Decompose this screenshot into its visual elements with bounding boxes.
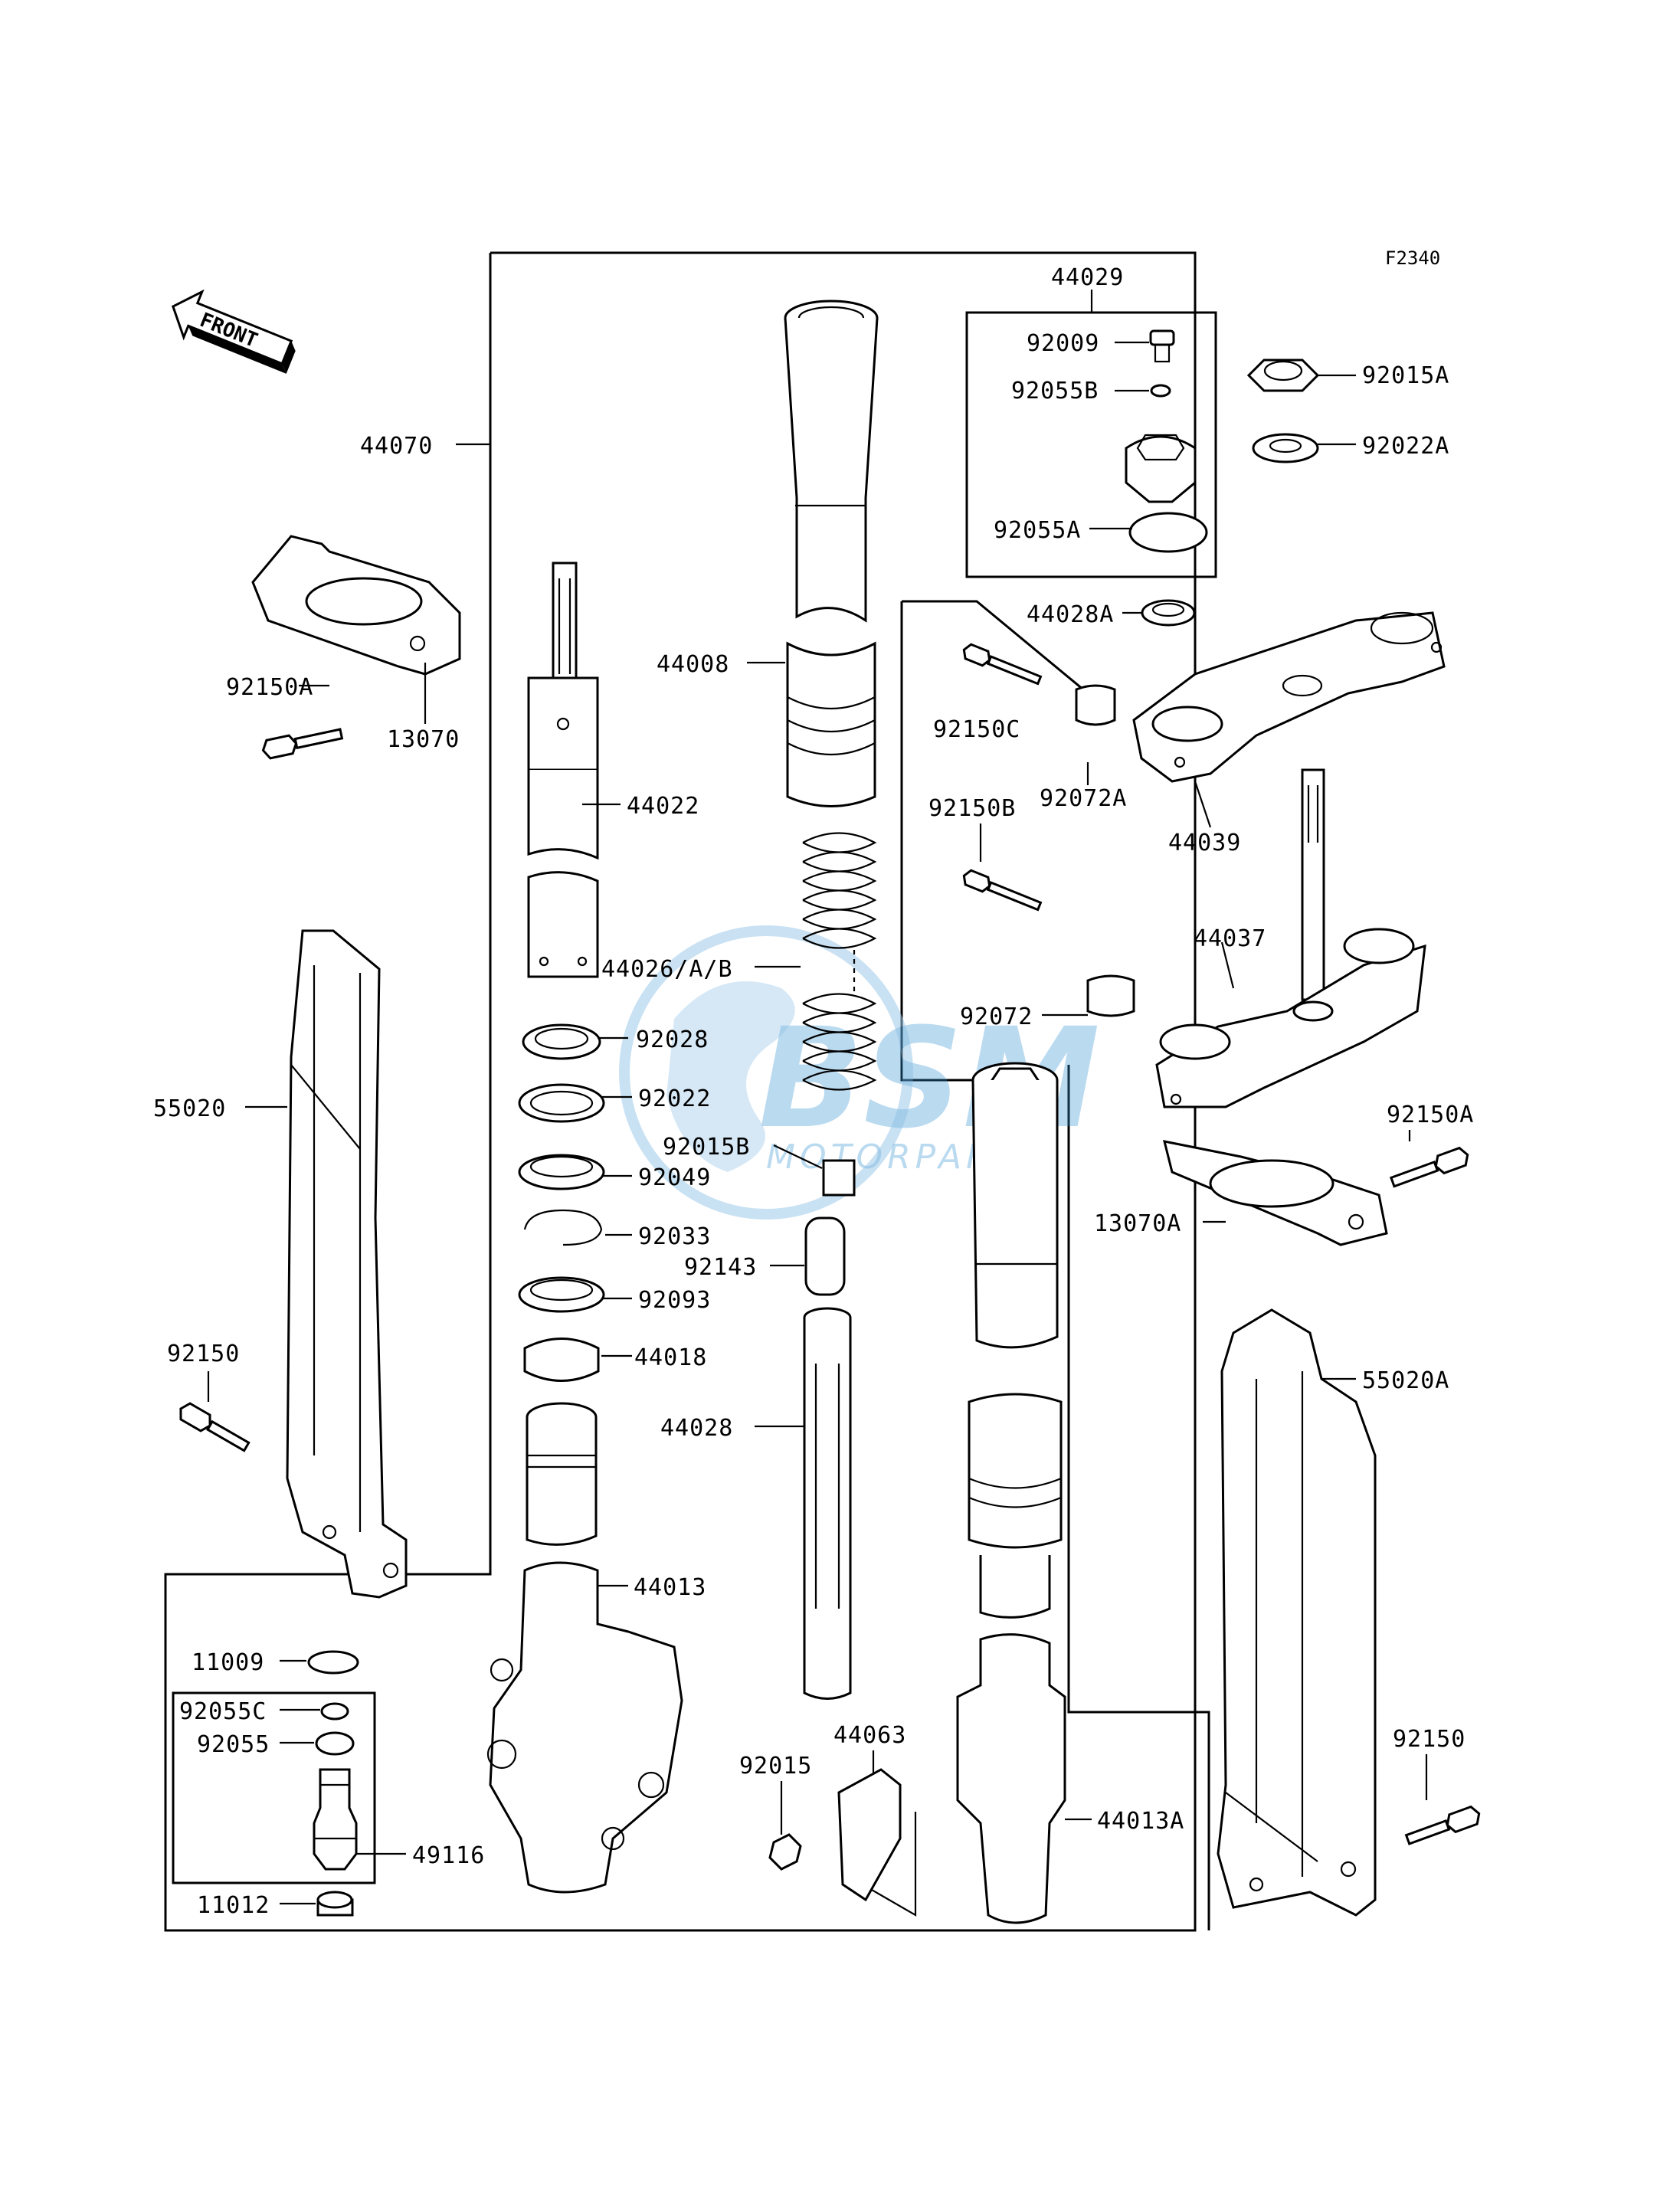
label-92015: 92015	[739, 1753, 812, 1780]
axle-clamps	[251, 535, 1388, 1246]
damper-rod-44022	[527, 562, 599, 978]
upper-clamp-44039	[1132, 611, 1446, 783]
label-49116: 49116	[412, 1842, 485, 1869]
label-44026: 44026/A/B	[601, 956, 733, 983]
label-92022A: 92022A	[1362, 433, 1449, 460]
outer-tube-44008	[784, 300, 879, 807]
front-arrow-icon: FRONT	[171, 289, 296, 374]
figure-code: F2340	[1385, 247, 1440, 269]
label-55020A: 55020A	[1362, 1367, 1449, 1394]
label-44063: 44063	[833, 1722, 906, 1749]
leader-lines	[207, 290, 1428, 1905]
label-92049: 92049	[638, 1164, 711, 1191]
right-fork-leg-44013A	[956, 1062, 1066, 1924]
label-92015A: 92015A	[1362, 362, 1449, 389]
label-92015B: 92015B	[663, 1134, 750, 1161]
label-44037: 44037	[1194, 925, 1266, 952]
label-92143: 92143	[684, 1254, 757, 1281]
label-92150A-right: 92150A	[1387, 1102, 1474, 1128]
label-92150-left: 92150	[167, 1341, 240, 1367]
label-92093: 92093	[638, 1287, 711, 1314]
label-92055B: 92055B	[1011, 378, 1099, 404]
seal-stack	[518, 1023, 605, 1382]
label-92028: 92028	[636, 1026, 709, 1053]
label-44070: 44070	[360, 433, 433, 460]
label-92150A-left: 92150A	[226, 674, 313, 701]
label-92150C: 92150C	[933, 716, 1020, 743]
label-11009: 11009	[192, 1649, 264, 1676]
label-92033: 92033	[638, 1223, 711, 1250]
label-92055A: 92055A	[994, 517, 1081, 544]
label-44039: 44039	[1168, 830, 1241, 856]
label-13070A: 13070A	[1094, 1210, 1181, 1237]
fork-cap-44029	[1125, 329, 1208, 627]
inner-tube-44013	[486, 1402, 683, 1894]
assembly-boxes	[164, 251, 1217, 1932]
label-92150-right: 92150	[1393, 1726, 1465, 1753]
base-valve-kit	[307, 1650, 359, 1917]
label-44018: 44018	[634, 1344, 707, 1371]
label-92055C: 92055C	[179, 1698, 267, 1725]
spacer-and-pipe	[803, 1216, 852, 1700]
lower-clamp-44037	[1155, 768, 1426, 1108]
label-44028: 44028	[660, 1415, 733, 1442]
nut-washer	[1246, 359, 1320, 463]
fork-spring-44026	[802, 832, 877, 1197]
fork-guards	[286, 929, 1377, 1917]
label-44008: 44008	[657, 651, 729, 678]
label-55020: 55020	[153, 1095, 226, 1122]
label-92055: 92055	[197, 1731, 270, 1758]
label-13070: 13070	[387, 726, 460, 753]
label-44013: 44013	[634, 1574, 706, 1601]
label-44013A: 44013A	[1097, 1808, 1184, 1835]
label-92072A: 92072A	[1040, 785, 1127, 812]
label-92009: 92009	[1027, 330, 1099, 357]
label-92150B: 92150B	[928, 795, 1016, 822]
label-44022: 44022	[627, 793, 699, 820]
label-11012: 11012	[197, 1892, 270, 1919]
label-44028A: 44028A	[1027, 601, 1114, 628]
label-92022: 92022	[638, 1085, 711, 1112]
label-44029: 44029	[1051, 264, 1124, 291]
bolts	[179, 643, 1481, 1902]
label-92072: 92072	[960, 1004, 1033, 1030]
part-labels: F2340 44029 92009 92055B 92055A 44028A 9…	[153, 247, 1474, 1919]
